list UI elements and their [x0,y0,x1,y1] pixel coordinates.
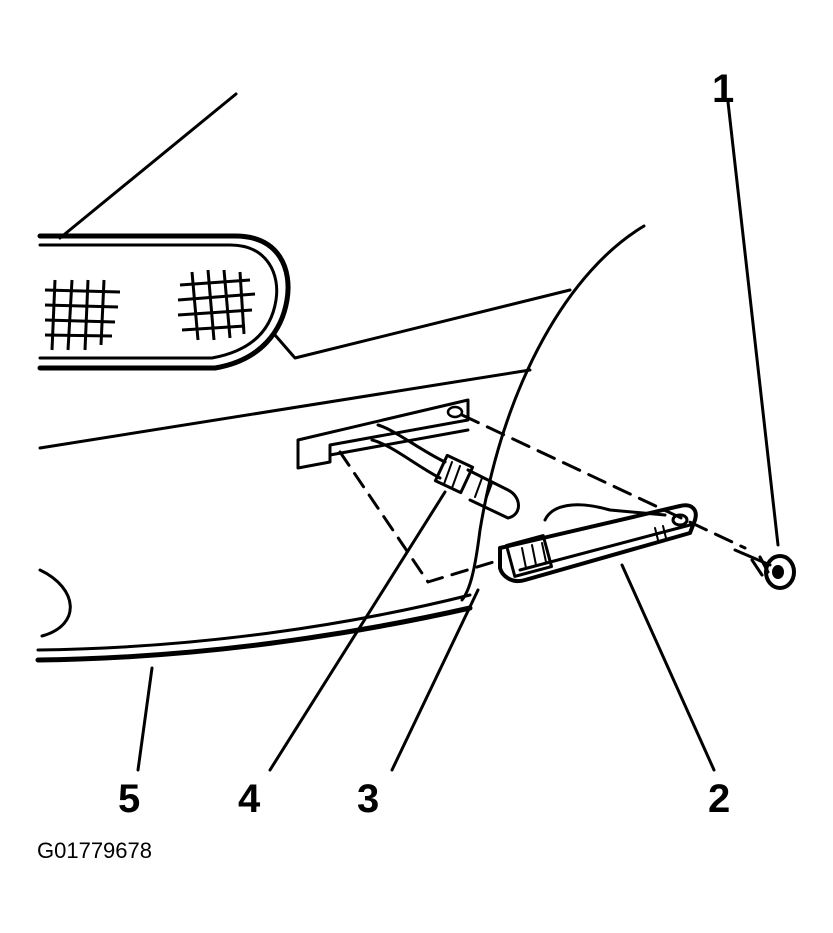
leader-lines [136,100,780,772]
callout-5: 5 [118,777,140,821]
rear-body-panel [35,92,646,663]
callout-3: 3 [357,777,379,821]
figure-id: G01779678 [37,838,152,863]
tail-lamp [37,233,291,371]
bulb-socket-wiring [370,423,475,495]
bulb [466,468,520,520]
screw [733,548,796,590]
lamp-lens-left [44,279,121,351]
side-marker-lamp [498,503,698,583]
callout-4: 4 [238,777,261,821]
callout-1: 1 [712,67,734,111]
marker-lamp-opening [296,398,470,470]
callout-2: 2 [708,777,730,821]
assembly-dashed-lines [338,413,747,584]
lamp-lens-right [177,269,256,341]
